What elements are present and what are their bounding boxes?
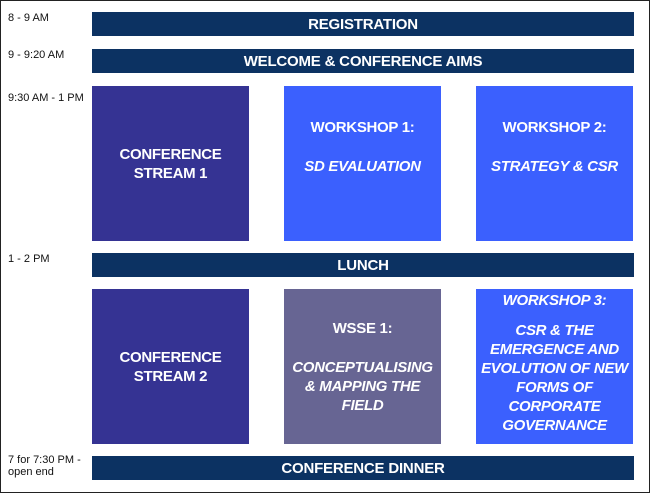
workshop-1: WORKSHOP 1: SD EVALUATION: [284, 86, 441, 241]
workshop3-topic-line: CSR & THE: [515, 322, 594, 339]
time-registration: 8 - 9 AM: [8, 12, 49, 24]
workshop2-title: WORKSHOP 2:: [502, 119, 607, 136]
stream2-line2: STREAM 2: [133, 367, 208, 385]
workshop-2: WORKSHOP 2: STRATEGY & CSR: [476, 86, 633, 241]
time-dinner-end: open end: [8, 466, 54, 478]
wsse1-title: WSSE 1:: [332, 320, 393, 337]
conference-stream-1: CONFERENCE STREAM 1: [92, 86, 249, 241]
welcome-label: WELCOME & CONFERENCE AIMS: [243, 52, 483, 70]
workshop3-topic-line: EMERGENCE AND: [490, 341, 619, 358]
workshop-3: WORKSHOP 3: CSR & THE EMERGENCE AND EVOL…: [476, 289, 633, 444]
lunch-label: LUNCH: [337, 256, 389, 274]
time-welcome: 9 - 9:20 AM: [8, 49, 65, 61]
dinner-bar: CONFERENCE DINNER: [92, 456, 634, 480]
stream1-line2: STREAM 1: [133, 164, 208, 182]
welcome-bar: WELCOME & CONFERENCE AIMS: [92, 49, 634, 73]
workshop3-topic-line: FORMS OF: [516, 379, 593, 396]
workshop1-title: WORKSHOP 1:: [310, 119, 415, 136]
lunch-bar: LUNCH: [92, 253, 634, 277]
registration-label: REGISTRATION: [308, 15, 418, 33]
wsse1-topic-line: CONCEPTUALISING: [292, 359, 433, 376]
wsse-1: WSSE 1: CONCEPTUALISING & MAPPING THE FI…: [284, 289, 441, 444]
workshop2-topic: STRATEGY & CSR: [491, 158, 618, 175]
workshop1-topic: SD EVALUATION: [304, 158, 421, 175]
stream2-line1: CONFERENCE: [119, 348, 222, 366]
time-morning: 9:30 AM - 1 PM: [8, 92, 84, 104]
wsse1-topic-line: & MAPPING THE: [304, 378, 421, 395]
time-dinner: 7 for 7:30 PM -: [8, 454, 81, 466]
stream1-line1: CONFERENCE: [119, 145, 222, 163]
registration-bar: REGISTRATION: [92, 12, 634, 36]
workshop3-topic-line: CORPORATE: [508, 398, 601, 415]
workshop3-topic-line: EVOLUTION OF NEW: [481, 360, 628, 377]
time-lunch: 1 - 2 PM: [8, 253, 50, 265]
wsse1-topic-line: FIELD: [341, 397, 384, 414]
workshop3-title: WORKSHOP 3:: [502, 292, 607, 309]
conference-stream-2: CONFERENCE STREAM 2: [92, 289, 249, 444]
dinner-label: CONFERENCE DINNER: [281, 459, 445, 477]
workshop3-topic-line: GOVERNANCE: [502, 417, 607, 434]
